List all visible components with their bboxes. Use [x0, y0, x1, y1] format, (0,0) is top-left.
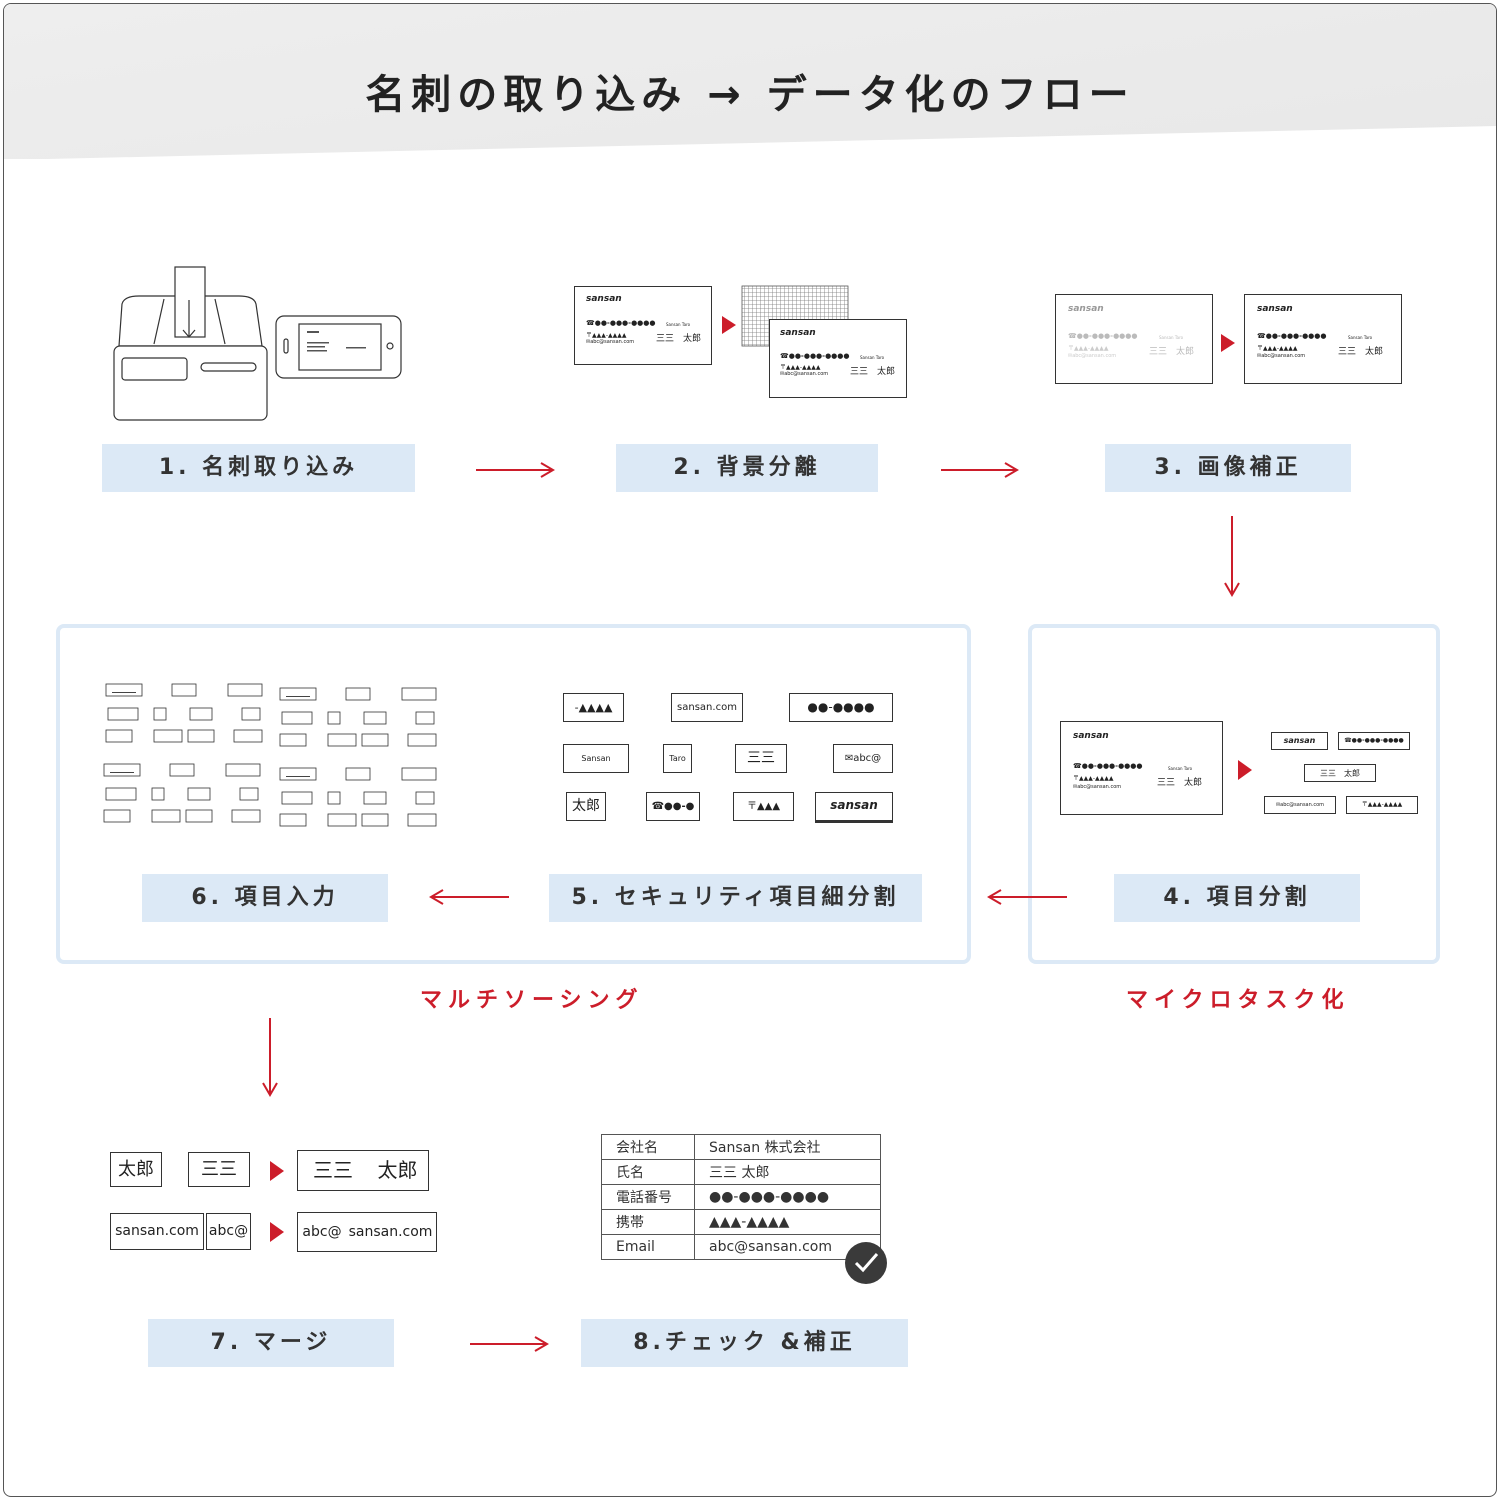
step2-card-sep-name-jp: 三三 太郎: [850, 367, 896, 377]
step2-card-sep-logo: sansan: [780, 328, 816, 338]
step2-card-front-logo: sansan: [586, 294, 622, 304]
step2-card-front: [574, 286, 712, 365]
merged-sanzan: 三三: [297, 1150, 369, 1191]
result-key: 氏名: [601, 1159, 695, 1185]
result-value: 三三 太郎: [694, 1159, 881, 1185]
step-5-label: 5. セキュリティ項目細分割: [549, 874, 922, 922]
step5-frag-post: 〒▲▲▲: [733, 792, 794, 821]
step2-card-sep-address: 〒▲▲▲-▲▲▲▲: [780, 364, 821, 371]
step3-before-name-en: Sansan Taro: [1159, 335, 1184, 340]
result-key: Email: [601, 1234, 695, 1260]
step5-frag-sanzan: 三三: [735, 744, 787, 773]
flow-arrows: [262, 462, 1240, 1352]
step3-card-before: [1055, 294, 1213, 384]
merge-domain: sansan.com: [110, 1213, 204, 1250]
step2-card-front-email: ✉abc@sansan.com: [586, 339, 635, 345]
step5-frag-taro-jp: 太郎: [566, 792, 606, 821]
step3-after-logo: sansan: [1257, 304, 1293, 314]
step3-after-name-en: Sansan Taro: [1348, 335, 1373, 340]
step-8-label: 8.チェック &補正: [581, 1319, 908, 1367]
step3-before-email: ✉abc@sansan.com: [1068, 353, 1117, 359]
step3-after-email: ✉abc@sansan.com: [1257, 353, 1306, 359]
step3-after-address: 〒▲▲▲-▲▲▲▲: [1257, 345, 1298, 352]
header-slant: [4, 126, 1496, 166]
step4-frag-logo: sansan: [1271, 732, 1328, 750]
result-value: abc@sansan.com: [694, 1234, 881, 1260]
step3-after-phone: ☎●●-●●●-●●●●: [1257, 332, 1327, 340]
result-key: 携帯: [601, 1209, 695, 1235]
step3-before-phone: ☎●●-●●●-●●●●: [1068, 332, 1138, 340]
step3-after-name-jp: 三三 太郎: [1338, 347, 1384, 357]
merged-abc: abc@: [297, 1212, 347, 1252]
step-3-label: 3. 画像補正: [1105, 444, 1351, 492]
step-6-label: 6. 項目入力: [142, 874, 388, 922]
step4-card-name-jp: 三三 太郎: [1157, 778, 1203, 788]
step4-frag-email: ✉abc@sansan.com: [1264, 796, 1336, 814]
step5-frag-phone: ☎●●-●: [646, 792, 700, 821]
step4-frag-phone: ☎●●-●●●-●●●●: [1338, 732, 1410, 750]
step3-card-after: [1244, 294, 1402, 384]
step4-card-logo: sansan: [1073, 731, 1109, 741]
step2-card-sep-phone: ☎●●-●●●-●●●●: [780, 352, 850, 360]
step-4-label: 4. 項目分割: [1114, 874, 1360, 922]
merge-arrows: [270, 1161, 284, 1242]
merge-abc: abc@: [206, 1213, 251, 1250]
step3-before-name-jp: 三三 太郎: [1149, 347, 1195, 357]
step2-card-sep-name-en: Sansan Taro: [860, 355, 885, 360]
page-title: 名刺の取り込み → データ化のフロー: [365, 72, 1135, 118]
step5-frag-tri: -▲▲▲▲: [563, 693, 624, 722]
page-frame: 名刺の取り込み → データ化のフロー 1. 名刺取り込み 2. 背景分離 3. …: [3, 3, 1497, 1497]
merge-sanzan: 三三: [188, 1152, 250, 1187]
step4-frag-address: 〒▲▲▲-▲▲▲▲: [1346, 796, 1418, 814]
scanner-illustration: [113, 266, 402, 421]
microtask-label: マイクロタスク化: [1126, 988, 1350, 1013]
step4-card-address: 〒▲▲▲-▲▲▲▲: [1073, 775, 1114, 782]
step-1-label: 1. 名刺取り込み: [102, 444, 415, 492]
step4-card-phone: ☎●●-●●●-●●●●: [1073, 762, 1143, 770]
step5-frag-domain: sansan.com: [671, 693, 743, 722]
step2-card-sep-email: ✉abc@sansan.com: [780, 371, 829, 377]
step-2-label: 2. 背景分離: [616, 444, 878, 492]
step-7-label: 7. マージ: [148, 1319, 394, 1367]
multisourcing-label: マルチソーシング: [420, 988, 644, 1013]
step6-fragment-grid: [103, 683, 437, 827]
step2-card-front-phone: ☎●●-●●●-●●●●: [586, 319, 656, 327]
merged-taro: 太郎: [367, 1150, 429, 1191]
step5-frag-taro: Taro: [663, 744, 692, 773]
step2-card-front-name-jp: 三三 太郎: [656, 334, 702, 344]
step5-frag-dots: ●●-●●●●: [789, 693, 893, 722]
step3-before-address: 〒▲▲▲-▲▲▲▲: [1068, 345, 1109, 352]
step5-frag-sansan: Sansan: [563, 744, 629, 773]
merge-taro: 太郎: [110, 1152, 162, 1187]
step5-frag-logo: sansan: [815, 792, 893, 823]
result-key: 電話番号: [601, 1184, 695, 1210]
merged-domain: sansan.com: [345, 1212, 437, 1252]
result-row: 氏名三三 太郎: [601, 1159, 881, 1185]
step4-frag-name: 三三 太郎: [1304, 764, 1376, 782]
step2-card-separated: [769, 319, 907, 398]
step4-card: [1060, 721, 1223, 815]
step3-before-logo: sansan: [1068, 304, 1104, 314]
step5-frag-abc: ✉abc@: [833, 744, 893, 773]
step2-card-front-address: 〒▲▲▲-▲▲▲▲: [586, 332, 627, 339]
step2-card-front-name-en: Sansan Taro: [666, 322, 691, 327]
step4-card-name-en: Sansan Taro: [1168, 766, 1193, 771]
check-icon: [845, 1242, 887, 1284]
step4-card-email: ✉abc@sansan.com: [1073, 784, 1122, 790]
